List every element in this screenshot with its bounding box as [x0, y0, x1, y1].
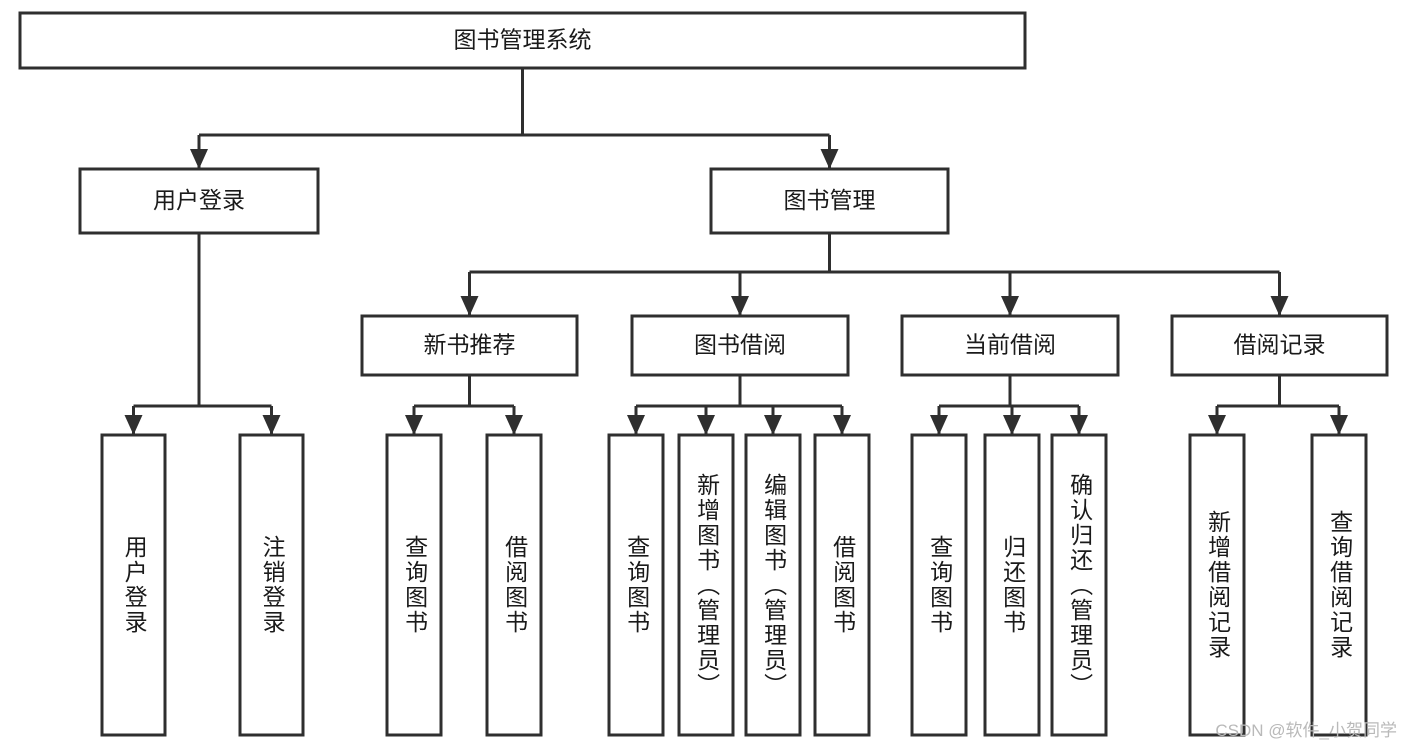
arrow-head-icon-leaf-current-return [1003, 415, 1021, 435]
node-box-leaf-borrow-lend[interactable] [813, 433, 871, 737]
arrow-head-icon-borrow [731, 296, 749, 316]
node-label-newbook: 新书推荐 [424, 332, 516, 358]
node-box-leaf-borrow-query[interactable] [607, 433, 665, 737]
node-box-current[interactable] [900, 314, 1120, 377]
node-box-newbook[interactable] [360, 314, 579, 377]
node-box-leaf-current-return[interactable] [983, 433, 1041, 737]
node-box-root[interactable] [18, 11, 1027, 70]
boxes-layer [18, 11, 1389, 737]
node-box-leaf-borrow-add[interactable] [677, 433, 735, 737]
watermark-text: CSDN @软件_小贺同学 [1215, 721, 1397, 740]
node-label-login: 用户登录 [153, 187, 245, 213]
node-label-borrow: 图书借阅 [694, 332, 786, 358]
arrow-head-icon-leaf-borrow-lend [833, 415, 851, 435]
node-box-leaf-records-add[interactable] [1188, 433, 1246, 737]
node-box-borrow[interactable] [630, 314, 850, 377]
arrow-head-icon-leaf-user-login [124, 415, 143, 435]
arrow-head-icon-leaf-records-add [1208, 415, 1226, 435]
node-box-leaf-user-logout[interactable] [238, 433, 305, 737]
node-box-bookmgmt[interactable] [709, 167, 950, 235]
node-box-leaf-newbook-borrow[interactable] [485, 433, 543, 737]
node-box-leaf-records-query[interactable] [1310, 433, 1368, 737]
arrow-head-icon-leaf-newbook-borrow [505, 415, 523, 435]
node-label-root: 图书管理系统 [454, 27, 592, 53]
arrow-head-icon-leaf-records-query [1330, 415, 1348, 435]
node-label-current: 当前借阅 [964, 332, 1056, 358]
arrow-head-icon-bookmgmt [820, 149, 839, 169]
arrow-head-icon-leaf-borrow-query [627, 415, 645, 435]
node-box-leaf-newbook-query[interactable] [385, 433, 443, 737]
edges-layer [124, 68, 1348, 435]
arrow-head-icon-leaf-borrow-add [697, 415, 715, 435]
arrow-head-icon-leaf-current-confirm [1070, 415, 1088, 435]
arrow-head-icon-records [1270, 296, 1289, 316]
node-box-leaf-current-query[interactable] [910, 433, 968, 737]
node-box-leaf-user-login[interactable] [100, 433, 167, 737]
arrow-head-icon-leaf-user-logout [262, 415, 281, 435]
arrow-head-icon-leaf-current-query [930, 415, 948, 435]
node-label-bookmgmt: 图书管理 [784, 187, 876, 213]
arrow-head-icon-newbook [460, 296, 479, 316]
arrow-head-icon-current [1001, 296, 1019, 316]
arrow-head-icon-leaf-borrow-edit [764, 415, 782, 435]
node-box-leaf-borrow-edit[interactable] [744, 433, 802, 737]
arrow-head-icon-login [190, 149, 208, 169]
node-box-leaf-current-confirm[interactable] [1050, 433, 1108, 737]
arrow-head-icon-leaf-newbook-query [405, 415, 423, 435]
node-box-login[interactable] [78, 167, 320, 235]
node-label-records: 借阅记录 [1234, 332, 1326, 358]
node-box-records[interactable] [1170, 314, 1389, 377]
